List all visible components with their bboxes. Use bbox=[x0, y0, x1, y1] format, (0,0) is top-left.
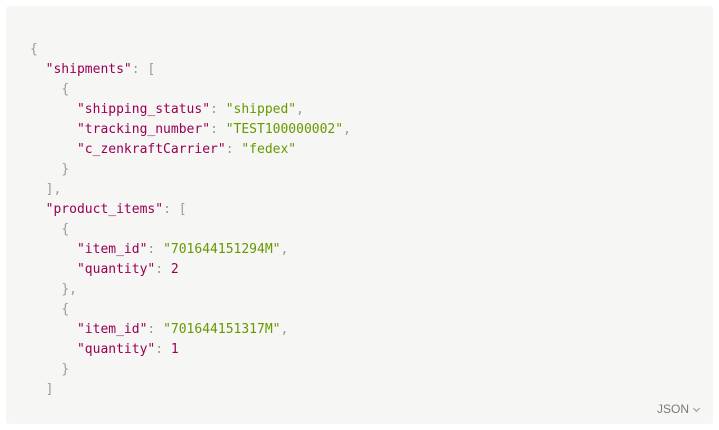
tracking-number-value: "TEST100000002" bbox=[225, 122, 344, 137]
item-id-value: "701644151317M" bbox=[163, 322, 281, 337]
shipments-key: "shipments" bbox=[45, 62, 132, 77]
chevron-down-icon bbox=[692, 407, 701, 412]
json-code: { "shipments": [ { "shipping_status": "s… bbox=[30, 40, 351, 400]
code-line: "tracking_number": "TEST100000002", bbox=[76, 122, 351, 137]
carrier-key: "c_zenkraftCarrier" bbox=[76, 142, 226, 157]
quantity-value: 2 bbox=[170, 262, 179, 277]
quantity-value: 1 bbox=[170, 342, 179, 357]
code-line: { bbox=[61, 302, 70, 317]
code-line: { bbox=[61, 82, 70, 97]
quantity-key: "quantity" bbox=[76, 262, 156, 277]
item-id-key: "item_id" bbox=[76, 242, 148, 257]
code-line: "shipments": [ bbox=[45, 62, 156, 77]
code-line: ], bbox=[45, 182, 62, 197]
tracking-number-key: "tracking_number" bbox=[76, 122, 211, 137]
code-line: "product_items": [ bbox=[45, 202, 187, 217]
item-id-value: "701644151294M" bbox=[163, 242, 281, 257]
language-selector[interactable]: JSON bbox=[657, 402, 701, 416]
code-line: "shipping_status": "shipped", bbox=[76, 102, 304, 117]
code-line: "c_zenkraftCarrier": "fedex" bbox=[76, 142, 297, 157]
language-label: JSON bbox=[656, 402, 689, 416]
code-line: { bbox=[61, 222, 70, 237]
code-line: ] bbox=[45, 382, 54, 397]
code-line: "quantity": 1 bbox=[76, 342, 179, 357]
carrier-value: "fedex" bbox=[241, 142, 297, 157]
code-line: }, bbox=[61, 282, 77, 297]
code-block: { "shipments": [ { "shipping_status": "s… bbox=[6, 6, 713, 424]
code-line: "item_id": "701644151294M", bbox=[76, 242, 289, 257]
shipping-status-value: "shipped" bbox=[225, 102, 297, 117]
shipping-status-key: "shipping_status" bbox=[76, 102, 211, 117]
code-line: { bbox=[30, 42, 38, 57]
code-line: } bbox=[61, 162, 70, 177]
code-line: } bbox=[61, 362, 70, 377]
item-id-key: "item_id" bbox=[76, 322, 148, 337]
code-line: "quantity": 2 bbox=[76, 262, 179, 277]
quantity-key: "quantity" bbox=[76, 342, 156, 357]
code-line: "item_id": "701644151317M", bbox=[76, 322, 289, 337]
product-items-key: "product_items" bbox=[45, 202, 164, 217]
